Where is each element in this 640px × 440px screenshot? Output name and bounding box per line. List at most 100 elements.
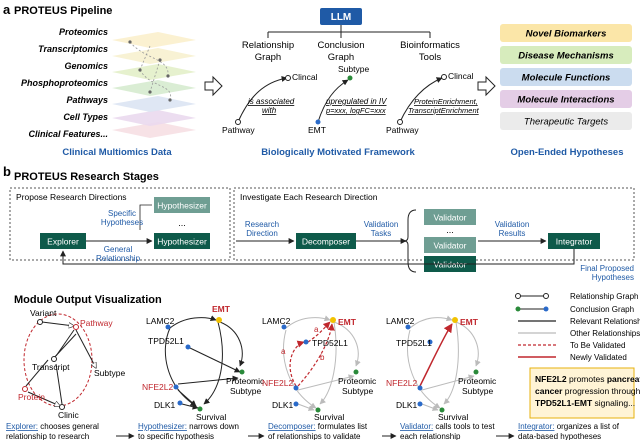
framework-titles: Relationship Graph Conclusion Graph Bioi… <box>242 40 460 63</box>
caption: each relationship <box>400 432 461 440</box>
node-label: Pathway <box>386 125 419 135</box>
node-label: Subtype <box>342 386 373 396</box>
panel-c-title: Module Output Visualization <box>14 294 162 306</box>
caption: data-based hypotheses <box>518 432 601 440</box>
edge-label: ProteinEnrichment, <box>414 97 478 106</box>
legend-label: To Be Validated <box>570 341 625 350</box>
node-label: Clinic <box>58 410 80 420</box>
node-label: DLK1 <box>396 400 418 410</box>
edge-label: upregulated in IV <box>326 97 387 106</box>
decomposer-graph: a a b LAMC2 EMT TPD52L1 NFE2L2 Proteomic… <box>262 315 377 422</box>
node-label: Survival <box>438 412 468 422</box>
node-label: NFE2L2 <box>142 382 173 392</box>
legend-label: Relevant Relationships <box>570 317 640 326</box>
tool-title: Graph <box>328 52 354 63</box>
edge-label: Hypotheses <box>592 273 634 282</box>
module-captions: Explorer: chooses general relationship t… <box>6 422 620 440</box>
node-label: EMT <box>308 125 326 135</box>
edge-label: with <box>262 106 277 115</box>
edge-label: TranscriptEnrichment <box>408 106 480 115</box>
ellipsis: ... <box>178 218 186 228</box>
panel-a-captions: Clinical Multiomics Data Biologically Mo… <box>62 147 623 158</box>
tool-title: Bioinformatics <box>400 40 460 51</box>
edge-label: p=xxx, logFC=xxx <box>325 106 386 115</box>
omics-label: Phosphoproteomics <box>21 78 108 88</box>
omics-label: Cell Types <box>63 112 108 122</box>
hypothesis-box <box>500 68 632 86</box>
node-label: Clincal <box>292 72 318 82</box>
decomposer-label: Decomposer <box>302 237 350 247</box>
panel-b-title: PROTEUS Research Stages <box>14 171 159 183</box>
llm-label: LLM <box>331 12 352 23</box>
caption: Integrator: organizes a list of <box>518 422 620 431</box>
node-label: LAMC2 <box>262 316 291 326</box>
finding-box <box>529 367 635 419</box>
tool-title: Graph <box>255 52 281 63</box>
edge-label: Final Proposed <box>580 264 634 273</box>
flow-arrow-icon <box>204 75 223 97</box>
node-label: Survival <box>196 412 226 422</box>
node-label: EMT <box>212 304 231 314</box>
edge-label: Results <box>499 229 526 238</box>
hypothesis-box <box>500 90 632 108</box>
edge-label: a <box>281 347 286 356</box>
node-label: Transcript <box>32 362 70 372</box>
caption-right: Open-Ended Hypotheses <box>511 147 624 158</box>
edge-label: General <box>104 245 133 254</box>
hypothesizer-graph: LAMC2 EMT TPD52L1 NFE2L2 Proteomic Subty… <box>142 304 265 422</box>
stage-box-title: Propose Research Directions <box>16 192 127 202</box>
node-label: EMT <box>460 317 479 327</box>
hypothesis-box <box>500 112 632 130</box>
caption: relationship to research <box>6 432 89 440</box>
node-label: Survival <box>314 412 344 422</box>
hypothesis-box <box>500 24 632 42</box>
node-label: NFE2L2 <box>386 378 417 388</box>
node-label: TPD52L1 <box>148 336 184 346</box>
hypothesis-label: Disease Mechanisms <box>518 51 614 62</box>
hypothesizer-node-faded <box>154 197 210 213</box>
llm-box <box>320 8 362 25</box>
omics-label: Pathways <box>66 95 108 105</box>
validator-node-faded <box>424 209 476 225</box>
omics-label: Proteomics <box>59 27 108 37</box>
hypothesis-label: Novel Biomarkers <box>526 29 607 40</box>
omics-label: Genomics <box>64 61 108 71</box>
flow-arrow-icon <box>477 75 496 97</box>
edge-label: Validation <box>364 220 399 229</box>
hypothesizer-node <box>154 233 210 249</box>
edge-label: Research <box>245 220 279 229</box>
edge-label: Direction <box>246 229 278 238</box>
node-label: Pathway <box>222 125 255 135</box>
node-label: Clincal <box>448 71 474 81</box>
hypothesizer-label: Hypothesizer <box>157 237 207 247</box>
node-label: DLK1 <box>154 400 176 410</box>
edge-label: is associated <box>248 97 295 106</box>
node-label: Proteomic <box>338 376 377 386</box>
legend-label: Other Relationships <box>570 329 640 338</box>
omics-layer-stack <box>112 32 196 138</box>
hypothesis-box <box>500 46 632 64</box>
omics-label: Transcriptomics <box>38 44 108 54</box>
node-label: DLK1 <box>272 400 294 410</box>
finding-text: NFE2L2 promotes pancreatic <box>535 374 640 384</box>
edge-label: a <box>314 325 319 334</box>
caption-mid: Biologically Motivated Framework <box>261 147 415 158</box>
integrator-node <box>548 233 600 249</box>
hypothesis-label: Therapeutic Targets <box>524 117 608 128</box>
example-relationship-graph: Clincal Pathway is associated with <box>222 72 318 135</box>
legend-label: Relationship Graph <box>570 292 638 301</box>
node-label: LAMC2 <box>386 316 415 326</box>
edge-label: Hypotheses <box>101 218 143 227</box>
node-label: Subtype <box>338 64 369 74</box>
hypothesis-label: Molecule Functions <box>522 73 611 84</box>
caption: Hypothesizer: narrows down <box>138 422 239 431</box>
caption: of relationships to validate <box>268 432 361 440</box>
hypothesis-label: Molecule Interactions <box>517 95 614 106</box>
caption: Decomposer: formulates list <box>268 422 368 431</box>
edge-label: Validation <box>495 220 530 229</box>
example-conclusion-graph: Subtype EMT upregulated in IV p=xxx, log… <box>308 64 387 135</box>
node-label: TPD52L1 <box>396 338 432 348</box>
validator-node-faded <box>424 237 476 253</box>
integrator-label: Integrator <box>556 237 593 247</box>
finding-text: cancer progression through <box>535 386 640 396</box>
